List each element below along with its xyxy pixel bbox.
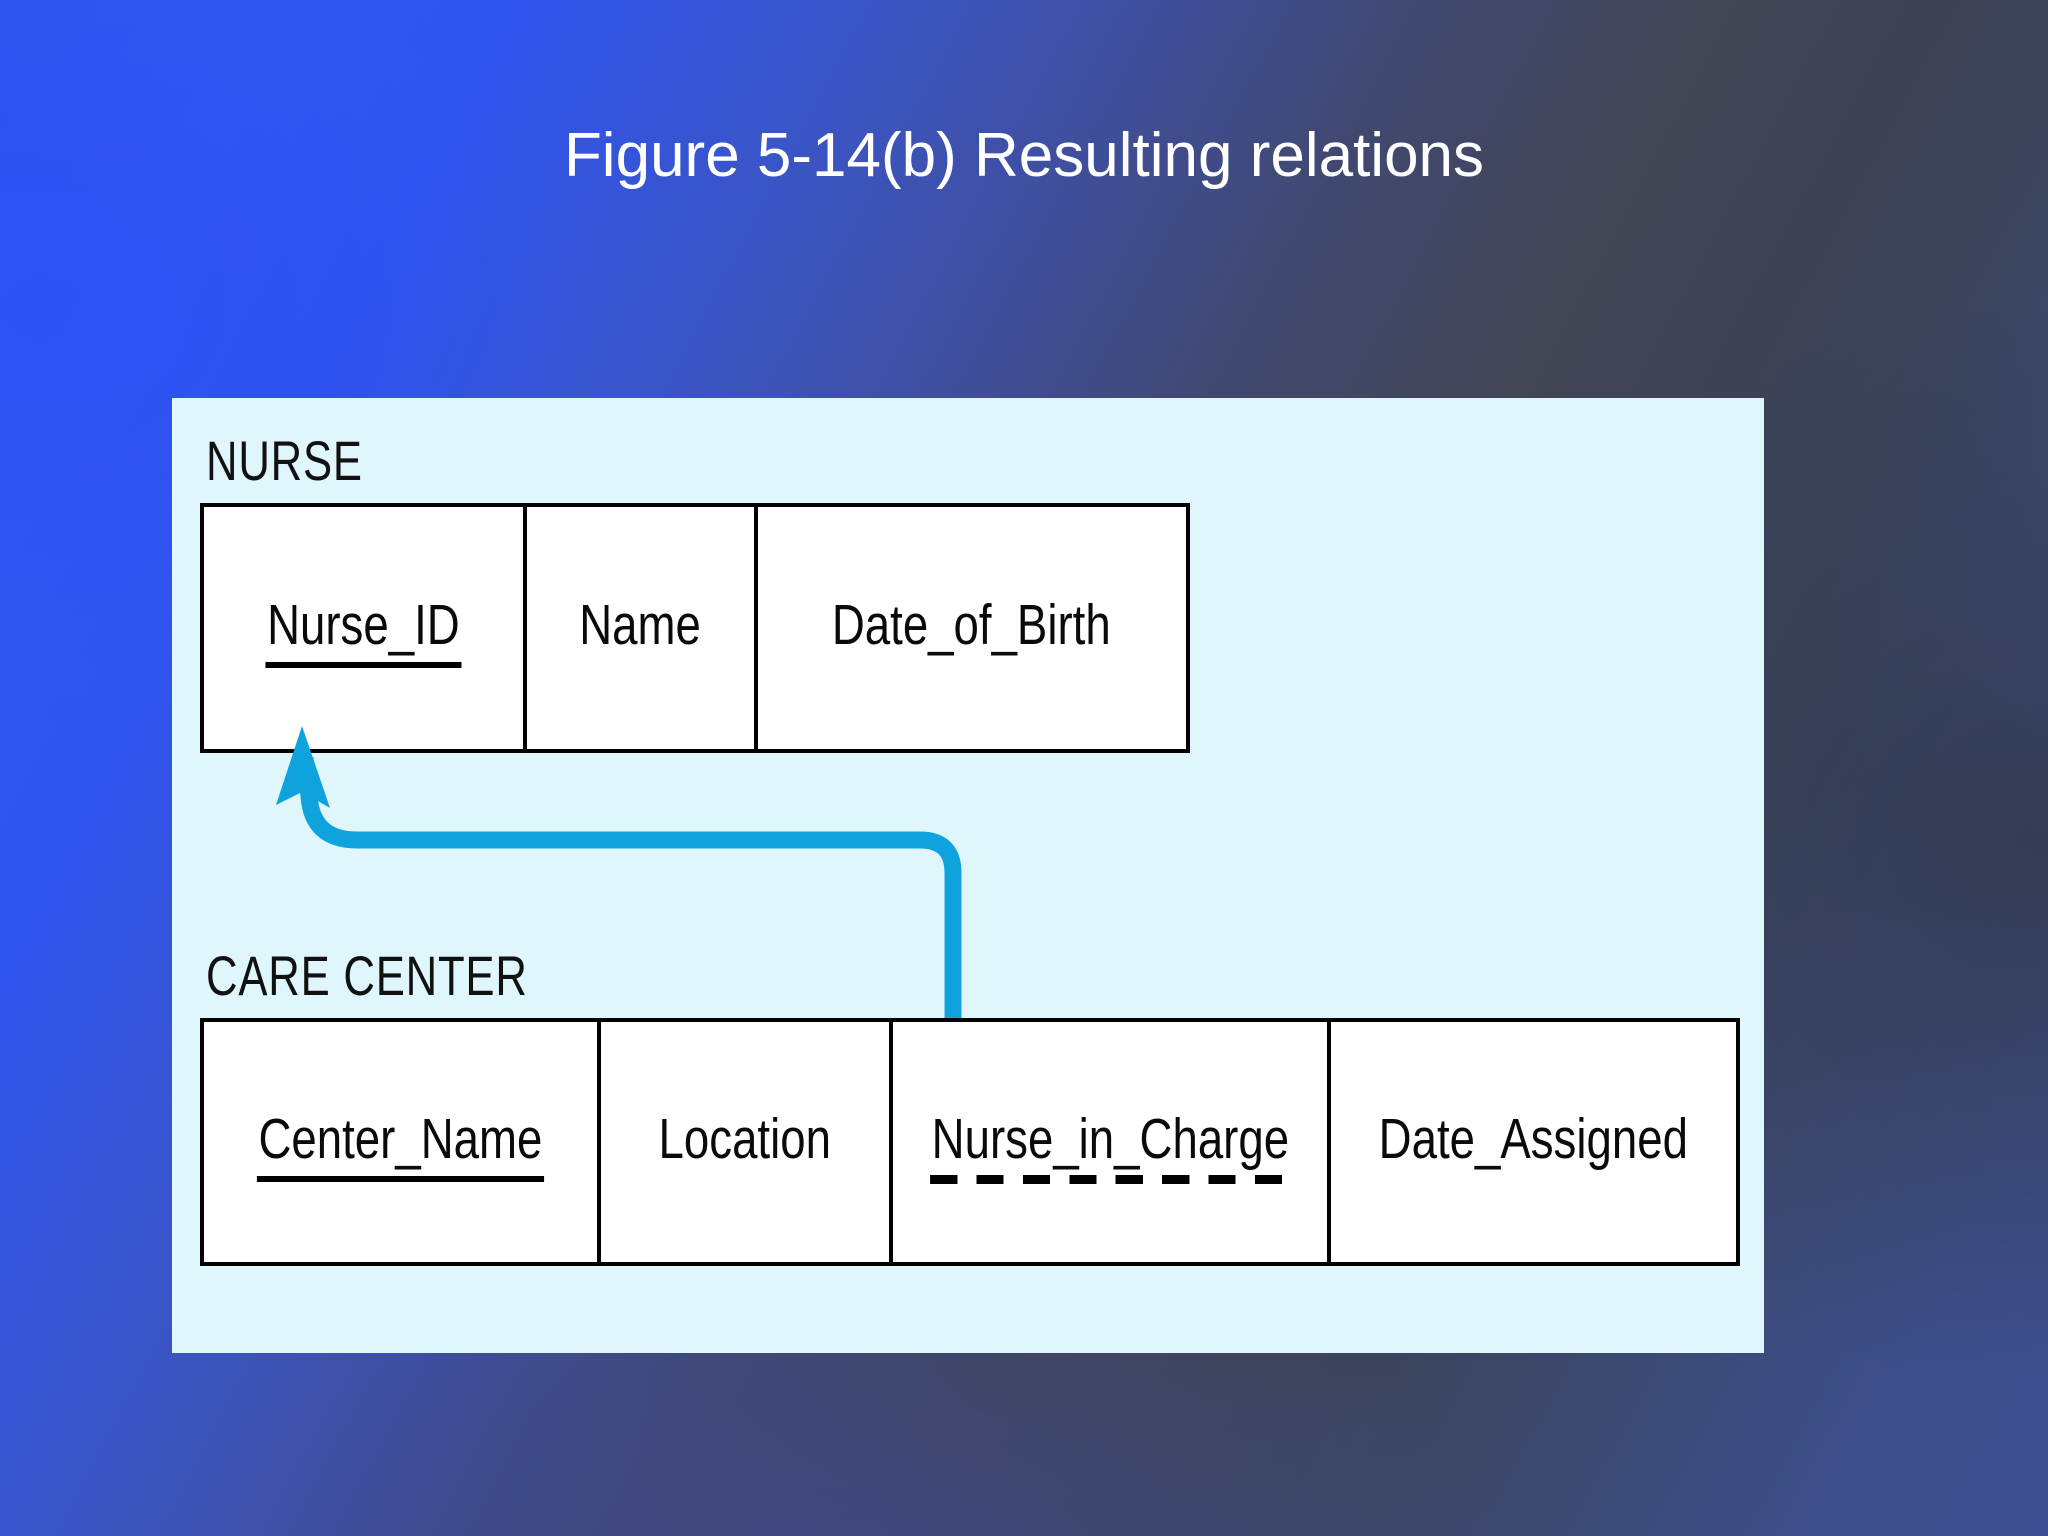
relation-table-nurse: Nurse_ID Name Date_of_Birth <box>200 503 1190 753</box>
attribute-label-nurse-in-charge: Nurse_in_Charge <box>929 1110 1291 1184</box>
relation-table-care-center: Center_Name Location Nurse_in_Charge Dat… <box>200 1018 1740 1266</box>
attribute-label-date-assigned: Date_Assigned <box>1378 1106 1689 1171</box>
figure-panel: NURSE Nurse_ID Name Date_of_Birth CARE C… <box>172 398 1764 1353</box>
attribute-label-center-name: Center_Name <box>257 1110 544 1182</box>
attribute-label-name: Name <box>579 592 702 657</box>
attribute-label-nurse-id: Nurse_ID <box>265 596 462 668</box>
attribute-cell-nurse-in-charge[interactable]: Nurse_in_Charge <box>892 1022 1331 1262</box>
page-title: Figure 5-14(b) Resulting relations <box>563 121 1485 190</box>
attribute-cell-center-name[interactable]: Center_Name <box>204 1022 602 1262</box>
attribute-cell-nurse-id[interactable]: Nurse_ID <box>204 507 528 749</box>
attribute-cell-date-assigned[interactable]: Date_Assigned <box>1330 1022 1736 1262</box>
attribute-label-date-of-birth: Date_of_Birth <box>832 592 1112 657</box>
attribute-cell-date-of-birth[interactable]: Date_of_Birth <box>757 507 1186 749</box>
relation-name-care-center: CARE CENTER <box>206 944 528 1007</box>
relation-name-nurse: NURSE <box>206 429 363 492</box>
attribute-cell-name[interactable]: Name <box>527 507 758 749</box>
attribute-label-location: Location <box>658 1106 832 1171</box>
attribute-cell-location[interactable]: Location <box>601 1022 893 1262</box>
